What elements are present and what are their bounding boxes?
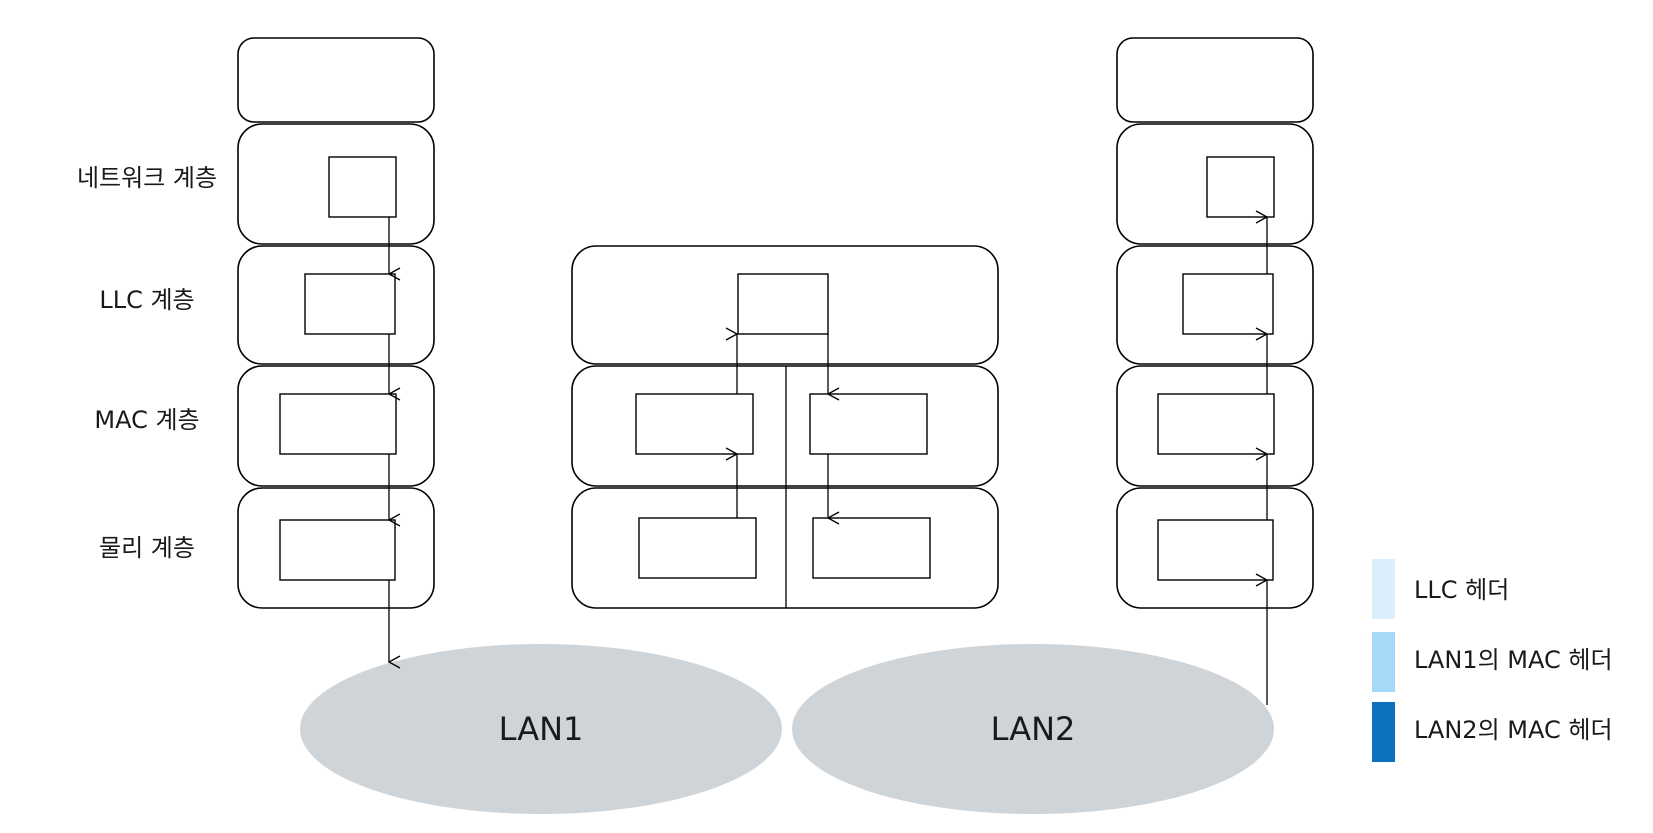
receiver-upper-layer xyxy=(1116,37,1314,123)
legend-llc-label: LLC 헤더 xyxy=(1414,576,1509,604)
sender-mac-packet xyxy=(279,393,397,455)
bridge-lan2-physical-packet xyxy=(812,517,931,579)
bridge-stack xyxy=(571,245,999,609)
receiver-network-packet xyxy=(1206,156,1275,218)
receiver-mac-packet xyxy=(1157,393,1275,455)
legend-lan1-mac-swatch xyxy=(1372,632,1395,692)
receiver-llc-packet xyxy=(1182,273,1274,335)
sender-physical-packet xyxy=(279,519,396,581)
sender-llc-packet xyxy=(304,273,396,335)
legend-lan2-mac-label: LAN2의 MAC 헤더 xyxy=(1414,716,1613,744)
physical-layer-label: 물리 계층 xyxy=(99,534,195,562)
network-layer-label: 네트워크 계층 xyxy=(77,164,217,192)
bridge-lan2-mac-packet xyxy=(809,393,928,455)
mac-layer-label: MAC 계층 xyxy=(94,406,199,434)
bridge-physical-layer xyxy=(571,487,999,609)
lan1-label: LAN1 xyxy=(499,710,584,748)
legend-lan1-mac-label: LAN1의 MAC 헤더 xyxy=(1414,646,1613,674)
lan1-network xyxy=(300,644,782,814)
lan2-network xyxy=(792,644,1274,814)
llc-layer-label: LLC 계층 xyxy=(99,286,194,314)
bridge-llc-packet xyxy=(737,273,829,335)
receiver-physical-packet xyxy=(1157,519,1274,581)
legend-lan2-mac-swatch xyxy=(1372,702,1395,762)
receiver-station-stack xyxy=(1116,37,1314,705)
legend: LLC 헤더 LAN1의 MAC 헤더 LAN2의 MAC 헤더 xyxy=(1372,559,1613,762)
bridge-lan1-physical-packet xyxy=(638,517,757,579)
sender-upper-layer xyxy=(237,37,435,123)
legend-llc-swatch xyxy=(1372,559,1395,619)
sender-network-packet xyxy=(328,156,397,218)
lan2-label: LAN2 xyxy=(991,710,1076,748)
sender-station-stack xyxy=(237,37,435,669)
bridge-lan1-mac-packet xyxy=(635,393,754,455)
